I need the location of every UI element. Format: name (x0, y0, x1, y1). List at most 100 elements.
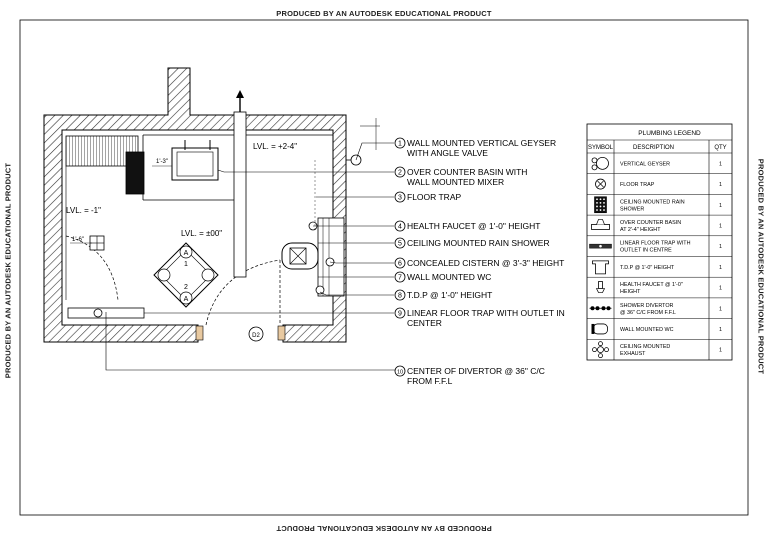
rain-shower-icon (594, 196, 607, 214)
callout-text: FLOOR TRAP (407, 192, 461, 202)
legend-header: SYMBOL (588, 145, 614, 151)
watermark-top: PRODUCED BY AN AUTODESK EDUCATIONAL PROD… (276, 9, 492, 18)
floor-trap-icon (595, 178, 606, 190)
callout-number: 5 (398, 241, 402, 248)
callout-number-circle (394, 191, 406, 203)
dim-2: 1'-3" (156, 159, 168, 165)
legend-description: AT 2'-4" HEIGHT (620, 227, 661, 233)
callout-number-circle (394, 365, 406, 377)
callout-8: 8 T.D.P @ 1'-0" HEIGHT (319, 289, 492, 301)
legend-row: WALL MOUNTED WC 1 (587, 318, 732, 335)
legend-qty: 1 (719, 306, 722, 312)
callout-number-circle (394, 237, 406, 249)
callout-number-circle (394, 271, 406, 283)
health-faucet-icon (595, 281, 606, 293)
legend-description: OVER COUNTER BASIN (620, 220, 681, 226)
callout-number: 2 (398, 170, 402, 177)
callout-number-circle (394, 257, 406, 269)
legend-qty: 1 (719, 265, 722, 271)
callout-text: OVER COUNTER BASIN WITH (407, 167, 527, 177)
callout-text: WALL MOUNTED WC (407, 272, 491, 282)
legend-description: CEILING MOUNTED (620, 344, 670, 350)
legend-description: HEIGHT (620, 289, 641, 295)
wall-shell (43, 67, 347, 343)
legend-description: @ 36" C/C FROM F.F.L (620, 310, 676, 316)
linear-floor-trap-icon (589, 243, 612, 249)
legend-description: WALL MOUNTED WC (620, 327, 674, 333)
legend-description: FLOOR TRAP (620, 182, 655, 188)
legend-qty: 1 (719, 182, 722, 188)
legend-title: PLUMBING LEGEND (638, 130, 701, 137)
dim-1: 1'-6" (72, 237, 84, 243)
level-label-floor: LVL. = ±00" (181, 229, 222, 238)
callout-number: 7 (398, 275, 402, 282)
callout-number: 8 (398, 293, 402, 300)
legend-description: EXHAUST (620, 351, 646, 357)
legend-row: FLOOR TRAP 1 (587, 173, 732, 190)
marker-2: 2 (184, 284, 188, 291)
callout-text: WALL MOUNTED VERTICAL GEYSER (407, 138, 556, 148)
legend-qty: 1 (719, 203, 722, 209)
marker-a-top: A (184, 250, 189, 257)
legend-qty: 1 (719, 223, 722, 229)
level-label-shower: LVL. = -1" (66, 206, 101, 215)
callout-text: FROM F.F.L (407, 376, 453, 386)
marker-1: 1 (184, 261, 188, 268)
tdp-icon (592, 260, 609, 275)
plumbing-legend-table: PLUMBING LEGEND SYMBOL DESCRIPTION QTY VERTI… (586, 123, 733, 361)
callout-text: CENTER (407, 318, 442, 328)
callout-number: 3 (398, 195, 402, 202)
legend-description: LINEAR FLOOR TRAP WITH (620, 241, 691, 247)
callout-number: 9 (398, 311, 402, 318)
callout-text: WITH ANGLE VALVE (407, 148, 488, 158)
callout-number-circle (394, 289, 406, 301)
callout-text: CONCEALED CISTERN @ 3'-3" HEIGHT (407, 258, 564, 268)
callout-text: CENTER OF DIVERTOR @ 36" C/C (407, 366, 545, 376)
legend-qty: 1 (719, 348, 722, 354)
callout-6: 6 CONCEALED CISTERN @ 3'-3" HEIGHT (329, 257, 564, 269)
callout-text: LINEAR FLOOR TRAP WITH OUTLET IN (407, 308, 565, 318)
ceiling-exhaust-icon (592, 341, 609, 359)
legend-qty: 1 (719, 327, 722, 333)
door-tag: D2 (252, 333, 260, 339)
callout-number: 1 (398, 141, 402, 148)
vertical-geyser-icon (591, 156, 609, 171)
callout-text: HEALTH FAUCET @ 1'-0" HEIGHT (407, 221, 540, 231)
counter-basin-icon (591, 219, 610, 230)
callout-number-circle (394, 307, 406, 319)
callout-number: 6 (398, 261, 402, 268)
callout-text: CEILING MOUNTED RAIN SHOWER (407, 238, 550, 248)
rain-shower-diamond: A 1 2 A (153, 242, 219, 308)
legend-header: DESCRIPTION (633, 145, 674, 151)
callout-7: 7 WALL MOUNTED WC (318, 271, 491, 283)
callout-text: T.D.P @ 1'-0" HEIGHT (407, 290, 492, 300)
legend-qty: 1 (719, 244, 722, 250)
legend-qty: 1 (719, 161, 722, 167)
callout-number-circle (394, 137, 406, 149)
legend-description: SHOWER (620, 206, 644, 212)
legend-description: CEILING MOUNTED RAIN (620, 199, 685, 205)
callout-5: 5 CEILING MOUNTED RAIN SHOWER (318, 237, 550, 249)
legend-header: QTY (714, 145, 726, 151)
sheet-frame (19, 19, 749, 516)
wall-mounted-wc-icon (591, 323, 608, 335)
level-label-counter: LVL. = +2-4" (253, 142, 297, 151)
callout-3: 3 FLOOR TRAP (316, 191, 461, 203)
floor-plan: A 1 2 A 1'-6" 1'-3" LVL. = +2-4" LVL. = … (43, 67, 396, 371)
legend-description: SHOWER DIVERTOR (620, 303, 674, 309)
shower-divertor-icon (589, 306, 612, 311)
